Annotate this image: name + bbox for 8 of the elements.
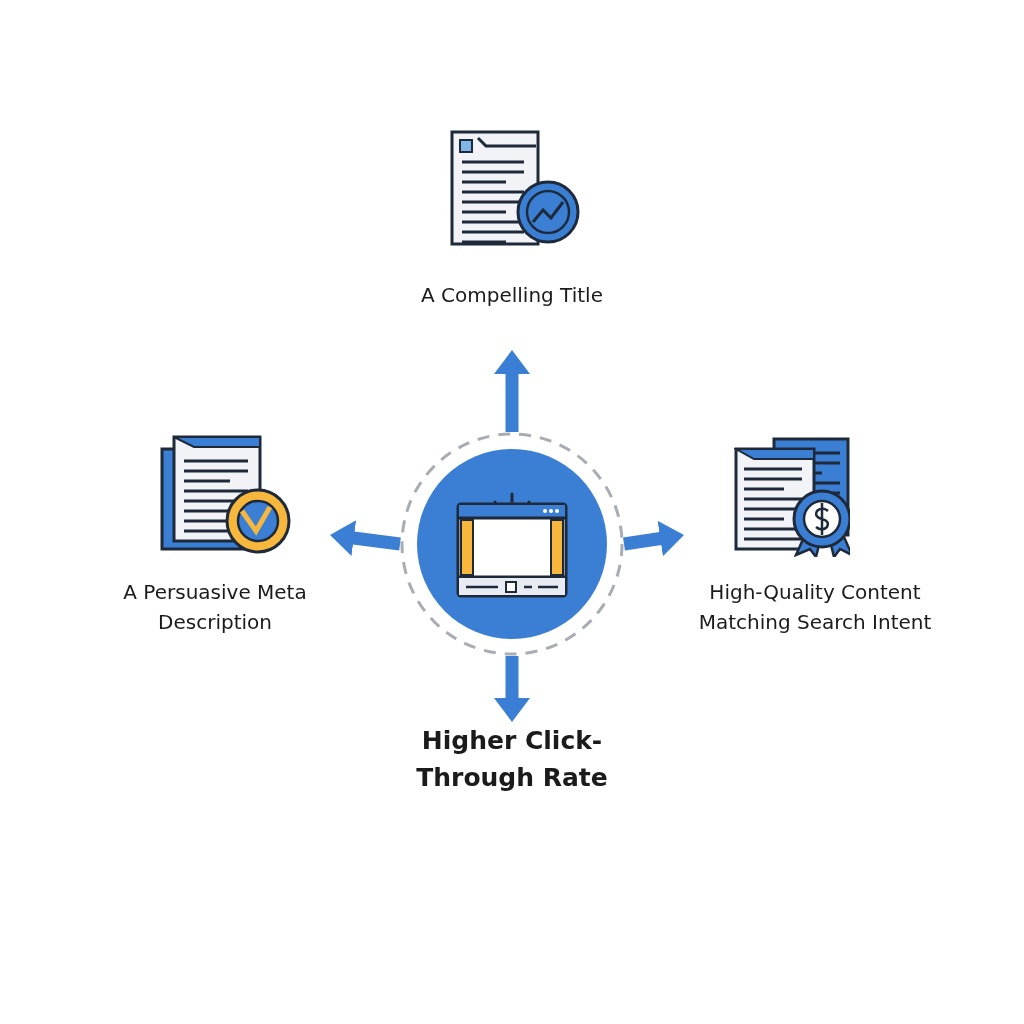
arrow	[494, 656, 530, 722]
arrow	[330, 520, 401, 556]
node-label: A Persuasive Meta Description	[122, 579, 308, 636]
arrow	[494, 350, 530, 432]
node-label: High-Quality Content Matching Search Intent	[697, 579, 933, 636]
node-label: A Compelling Title	[420, 282, 604, 309]
arrow	[623, 520, 684, 557]
result-label: Higher Click-Through Rate	[415, 725, 609, 794]
